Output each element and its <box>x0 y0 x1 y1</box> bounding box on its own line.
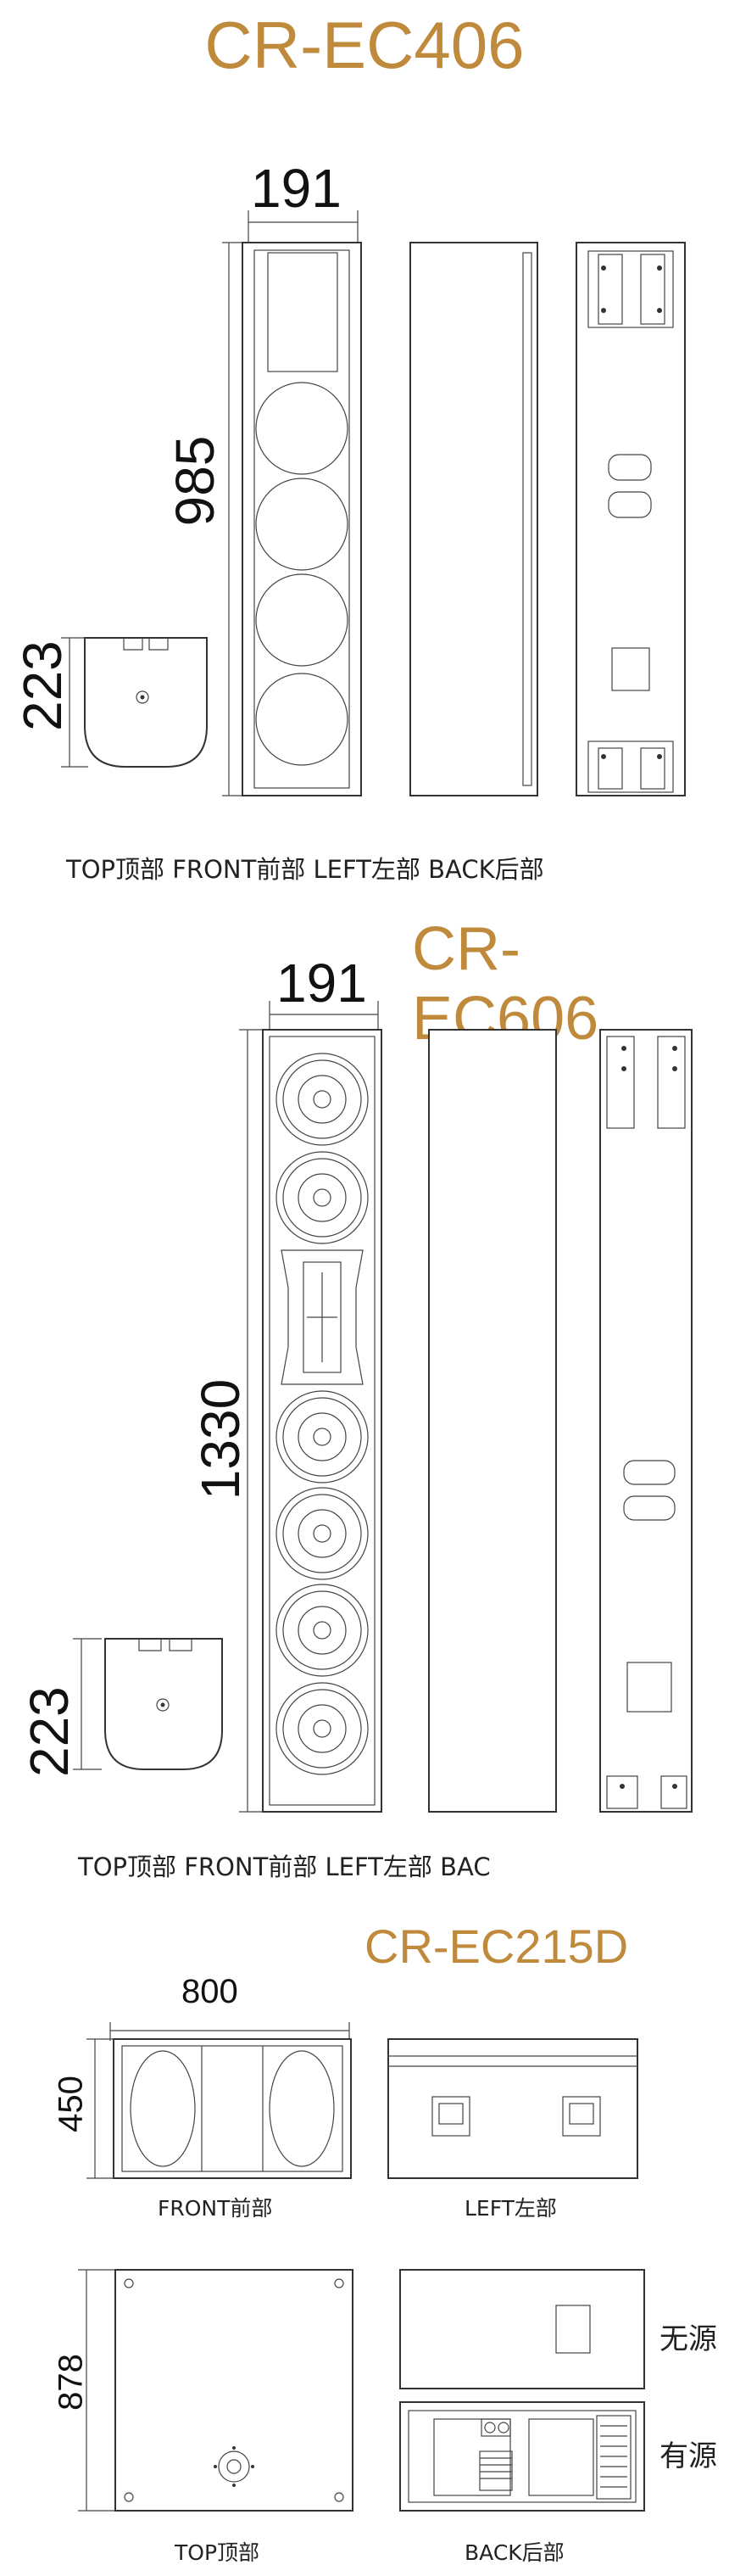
ec606-driver-3 <box>275 1390 369 1484</box>
ec215d-front-label: FRONT前部 <box>158 2196 273 2221</box>
ec606-width-dimension: 191 <box>276 953 367 1014</box>
ec215d-front-view <box>113 2038 352 2179</box>
ec606-drawings <box>73 1001 693 1813</box>
ec406-title: CR-EC406 <box>204 8 525 82</box>
ec406-left-view <box>409 242 538 796</box>
ec406-front-view <box>242 242 362 796</box>
ec215d-title: CR-EC215D <box>364 1919 629 1973</box>
ec606-top-view <box>73 1638 223 1770</box>
ec215d-top-view <box>78 2269 353 2512</box>
ec406-view-caption: TOP顶部 FRONT前部 LEFT左部 BACK后部 <box>66 855 544 884</box>
ec406-width-dimension: 191 <box>251 158 342 219</box>
ec215d-left-view <box>387 2038 638 2179</box>
ec215d-passive-label: 无源 <box>659 2322 717 2356</box>
ec606-driver-1 <box>275 1053 369 1146</box>
ec215d-back-view-active <box>399 2401 645 2512</box>
ec606-driver-4 <box>275 1487 369 1580</box>
ec606-height-dim-lines <box>239 1029 264 1813</box>
ec606-front-view <box>262 1029 382 1813</box>
ec215d-back-label: BACK后部 <box>465 2540 565 2565</box>
ec215d-active-label: 有源 <box>659 2439 717 2473</box>
ec606-horn <box>281 1249 364 1385</box>
ec406-back-view <box>576 242 686 796</box>
ec406-top-view <box>61 637 208 768</box>
ec215d-left-label: LEFT左部 <box>465 2196 557 2221</box>
ec215d-width-dimension: 800 <box>181 1973 238 2010</box>
ec215d-height-dim-lines <box>86 2038 114 2179</box>
ec606-driver-2 <box>275 1151 369 1244</box>
ec215d-width-dim-lines <box>109 2022 350 2041</box>
ec606-left-view <box>428 1029 557 1813</box>
ec606-driver-6 <box>275 1682 369 1775</box>
ec606-view-caption: TOP顶部 FRONT前部 LEFT左部 BAC <box>78 1852 491 1881</box>
ec606-driver-5 <box>275 1584 369 1677</box>
ec406-drawings <box>61 210 686 796</box>
ec215d-back-view-passive <box>399 2269 645 2389</box>
ec406-width-dim-lines <box>248 210 359 246</box>
ec606-back-view <box>599 1029 693 1813</box>
ec215d-top-label: TOP顶部 <box>175 2540 260 2565</box>
